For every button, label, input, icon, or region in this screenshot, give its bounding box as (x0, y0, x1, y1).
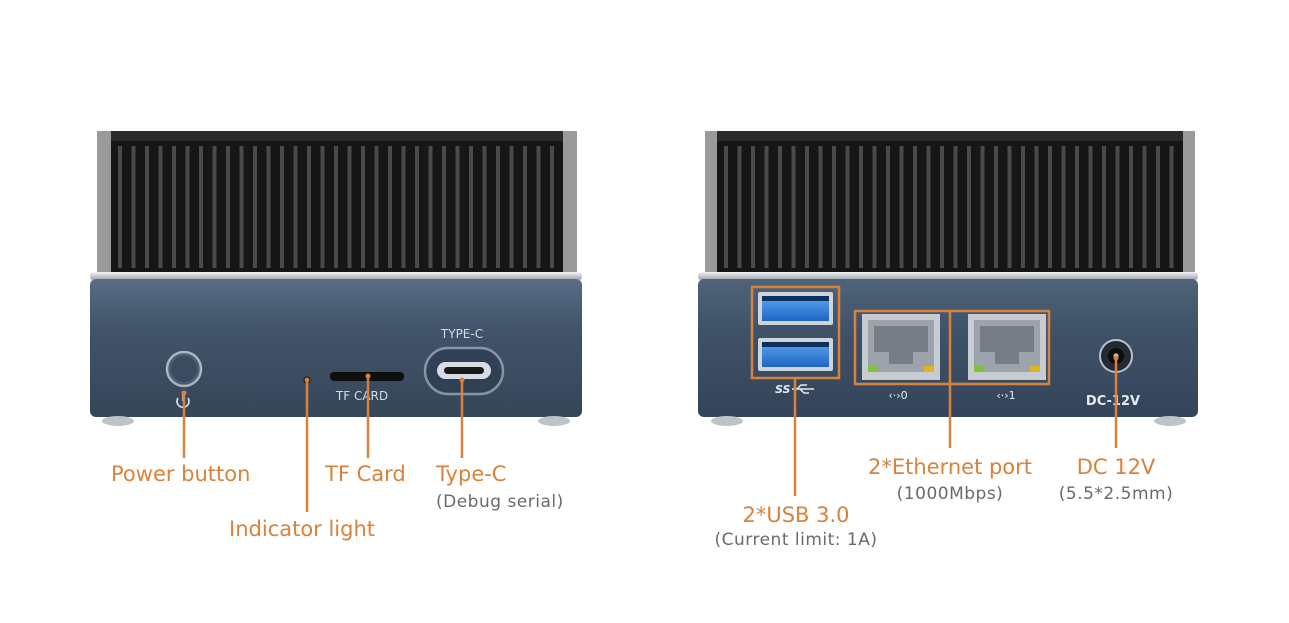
tf-card-print: TF CARD (335, 389, 388, 403)
fin (212, 146, 217, 268)
callout-type-c-sub: (Debug serial) (436, 492, 564, 512)
fin (832, 146, 836, 268)
fin (1088, 146, 1093, 268)
heatsink-fins (118, 146, 554, 268)
fin (1169, 146, 1174, 268)
ethernet-port-0[interactable] (862, 314, 940, 380)
fin (266, 146, 271, 268)
fin (1142, 146, 1147, 268)
fin (185, 146, 190, 268)
fin (764, 146, 769, 268)
fin (1102, 146, 1106, 268)
fin (1061, 146, 1066, 268)
ethernet-port-1[interactable] (968, 314, 1046, 380)
usb-port-1[interactable] (758, 292, 833, 325)
callout-type-c: Type-C (436, 462, 507, 486)
fin (469, 146, 473, 268)
fin (172, 146, 176, 268)
fin (401, 146, 406, 268)
fin (131, 146, 136, 268)
fin (118, 146, 122, 268)
fin (980, 146, 985, 268)
fin (953, 146, 958, 268)
fin (859, 146, 863, 268)
fin (253, 146, 257, 268)
fin (496, 146, 500, 268)
fin (374, 146, 379, 268)
fin (145, 146, 149, 268)
dc-print: DC-12V (1086, 394, 1140, 409)
back-heatsink (705, 131, 1195, 277)
fin (361, 146, 365, 268)
fin (226, 146, 230, 268)
callout-tf-card: TF Card (325, 462, 406, 486)
fin (1021, 146, 1025, 268)
fin (550, 146, 554, 268)
fin (818, 146, 823, 268)
type-c-print: TYPE-C (440, 327, 483, 341)
type-c-port[interactable] (423, 346, 505, 396)
back-leader-lines (793, 311, 1119, 496)
fin (442, 146, 446, 268)
fin (280, 146, 284, 268)
fin (455, 146, 460, 268)
fin (1156, 146, 1160, 268)
fin (899, 146, 904, 268)
fin (913, 146, 917, 268)
usb-ss-logo: SS (775, 383, 791, 396)
fin (886, 146, 890, 268)
heatsink-fins (724, 146, 1174, 268)
callout-usb-sub: (Current limit: 1A) (714, 530, 878, 550)
fin (1007, 146, 1012, 268)
fin (940, 146, 944, 268)
fin (1115, 146, 1120, 268)
front-leader-lines (181, 373, 465, 512)
fin (482, 146, 487, 268)
fin (428, 146, 433, 268)
fin (1048, 146, 1052, 268)
callout-indicator-light: Indicator light (229, 517, 376, 541)
fin (724, 146, 728, 268)
fin (293, 146, 298, 268)
fin (320, 146, 325, 268)
power-button[interactable] (165, 350, 203, 388)
front-heatsink (97, 131, 577, 277)
fin (158, 146, 163, 268)
fin (1075, 146, 1079, 268)
fin (791, 146, 796, 268)
callout-dc: DC 12V (1076, 455, 1156, 479)
fin (751, 146, 755, 268)
fin (347, 146, 352, 268)
eth1-print: ‹·›1 (996, 389, 1015, 402)
fin (778, 146, 782, 268)
callout-ethernet: 2*Ethernet port (867, 455, 1033, 479)
eth0-print: ‹·›0 (888, 389, 907, 402)
fin (1129, 146, 1133, 268)
fin (872, 146, 877, 268)
callout-usb: 2*USB 3.0 (742, 503, 850, 527)
callout-ethernet-sub: (1000Mbps) (896, 484, 1004, 504)
fin (805, 146, 809, 268)
fin (1034, 146, 1039, 268)
fin (536, 146, 541, 268)
fin (967, 146, 971, 268)
fin (388, 146, 392, 268)
callout-dc-sub: (5.5*2.5mm) (1058, 484, 1174, 504)
fin (307, 146, 311, 268)
fin (509, 146, 514, 268)
fin (737, 146, 742, 268)
front-device: TF CARD TYPE-C (90, 131, 582, 512)
fin (199, 146, 203, 268)
usb-port-2[interactable] (758, 338, 833, 371)
fin (239, 146, 244, 268)
fin (926, 146, 931, 268)
fin (334, 146, 338, 268)
back-device: SS ‹·›0 ‹·›1 DC-12V (698, 131, 1198, 496)
fin (994, 146, 998, 268)
fin (845, 146, 850, 268)
callout-power-button: Power button (111, 462, 251, 486)
fin (523, 146, 527, 268)
fin (415, 146, 419, 268)
